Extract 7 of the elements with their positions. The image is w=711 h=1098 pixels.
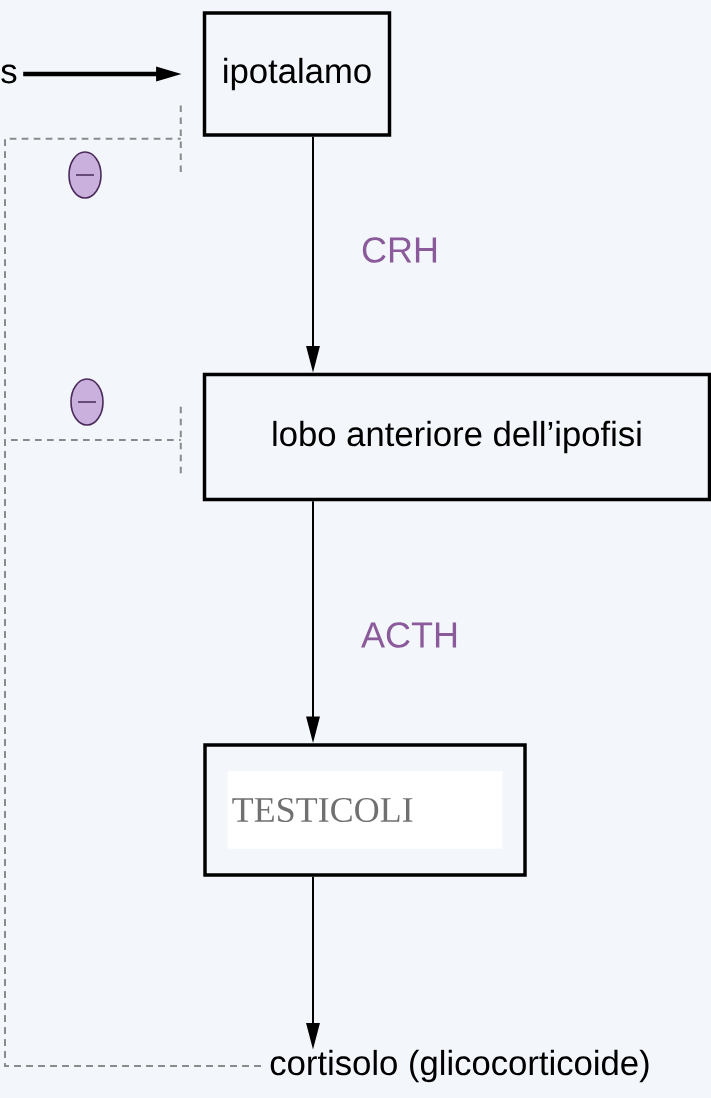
- edge-label: ACTH: [359, 620, 461, 650]
- node-text: s: [1, 64, 17, 84]
- node-text: cortisolo (glicocorticoide): [270, 1049, 649, 1083]
- process-box: ipotalamo: [202, 11, 392, 137]
- edge-label: CRH: [359, 235, 441, 265]
- process-box: lobo anteriore dell’ipofisi: [202, 372, 711, 502]
- process-box: TESTICOLI: [203, 743, 527, 877]
